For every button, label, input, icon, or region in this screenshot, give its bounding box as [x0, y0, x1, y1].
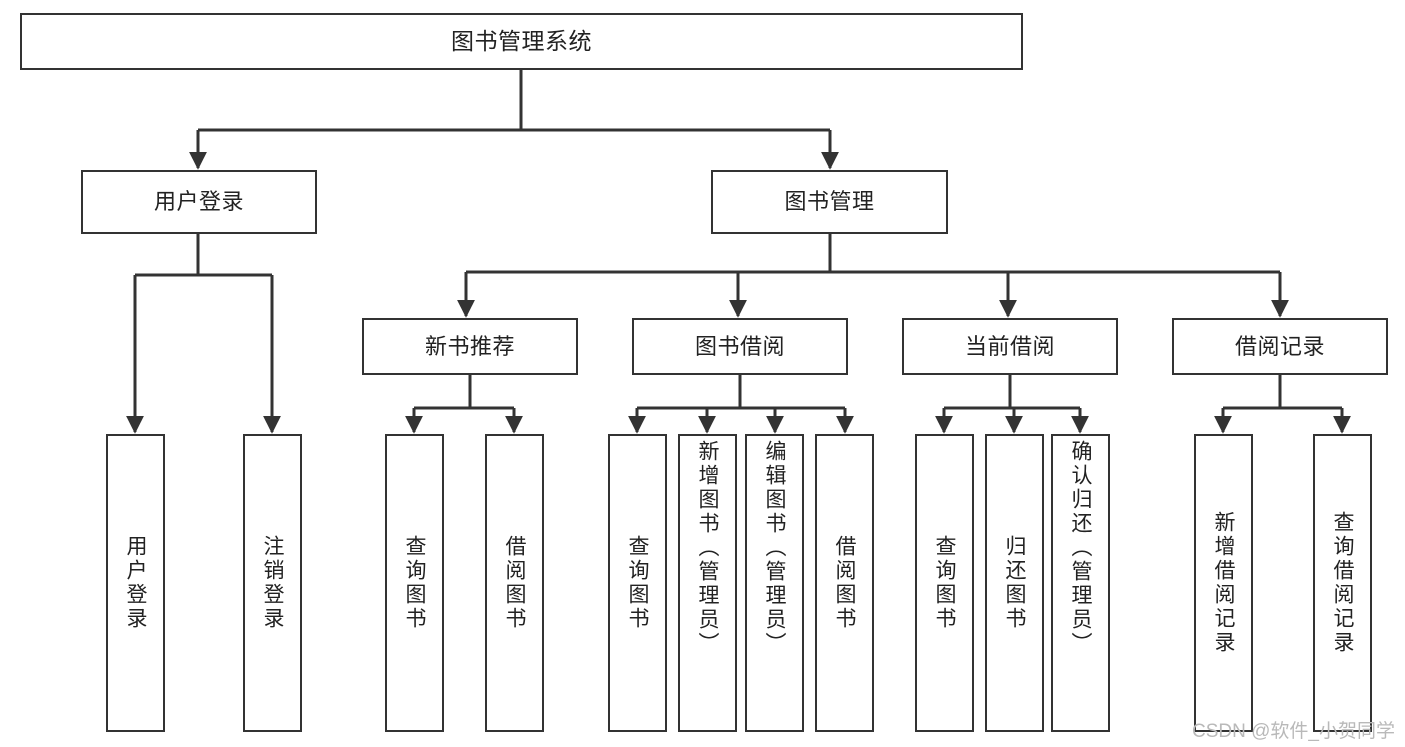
- leaf-borrow-edit-book-admin[interactable]: 编辑图书（管理员）: [745, 434, 804, 732]
- node-label: 注销登录: [261, 535, 284, 631]
- node-label: 新增借阅记录: [1212, 511, 1235, 655]
- leaf-user-logout[interactable]: 注销登录: [243, 434, 302, 732]
- leaf-borrow-add-book-admin[interactable]: 新增图书（管理员）: [678, 434, 737, 732]
- node-label: 图书管理: [784, 189, 875, 215]
- node-root-book-management-system[interactable]: 图书管理系统: [20, 13, 1023, 70]
- node-label: 图书借阅: [694, 333, 785, 359]
- leaf-recommend-borrow-book[interactable]: 借阅图书: [485, 434, 544, 732]
- leaf-record-add-borrow-record[interactable]: 新增借阅记录: [1194, 434, 1253, 732]
- node-label: 查询借阅记录: [1331, 511, 1354, 655]
- leaf-borrow-borrow-book[interactable]: 借阅图书: [815, 434, 874, 732]
- leaf-current-query-book[interactable]: 查询图书: [915, 434, 974, 732]
- node-borrow-record[interactable]: 借阅记录: [1172, 318, 1388, 375]
- node-label: 查询图书: [403, 535, 426, 631]
- leaf-borrow-query-book[interactable]: 查询图书: [608, 434, 667, 732]
- node-label: 用户登录: [124, 535, 147, 631]
- node-label: 用户登录: [153, 189, 244, 215]
- node-book-borrow[interactable]: 图书借阅: [632, 318, 848, 375]
- node-label: 借阅图书: [833, 535, 856, 631]
- node-label: 当前借阅: [964, 333, 1055, 359]
- leaf-current-confirm-return-admin[interactable]: 确认归还（管理员）: [1051, 434, 1110, 732]
- leaf-recommend-query-book[interactable]: 查询图书: [385, 434, 444, 732]
- node-label: 查询图书: [626, 535, 649, 631]
- leaf-user-login[interactable]: 用户登录: [106, 434, 165, 732]
- leaf-record-query-borrow-record[interactable]: 查询借阅记录: [1313, 434, 1372, 732]
- node-label: 借阅图书: [503, 535, 526, 631]
- leaf-current-return-book[interactable]: 归还图书: [985, 434, 1044, 732]
- node-label: 新书推荐: [424, 333, 515, 359]
- node-current-borrow[interactable]: 当前借阅: [902, 318, 1118, 375]
- csdn-watermark: CSDN @软件_小贺同学: [1192, 721, 1395, 742]
- node-label: 新增图书（管理员）: [696, 440, 719, 656]
- node-label: 归还图书: [1003, 535, 1026, 631]
- node-label: 确认归还（管理员）: [1069, 440, 1092, 656]
- node-label: 借阅记录: [1234, 333, 1325, 359]
- node-user-login[interactable]: 用户登录: [81, 170, 317, 234]
- node-label: 查询图书: [933, 535, 956, 631]
- node-new-book-recommend[interactable]: 新书推荐: [362, 318, 578, 375]
- node-book-management[interactable]: 图书管理: [711, 170, 948, 234]
- node-label: 编辑图书（管理员）: [763, 440, 786, 656]
- node-label: 图书管理系统: [451, 27, 592, 54]
